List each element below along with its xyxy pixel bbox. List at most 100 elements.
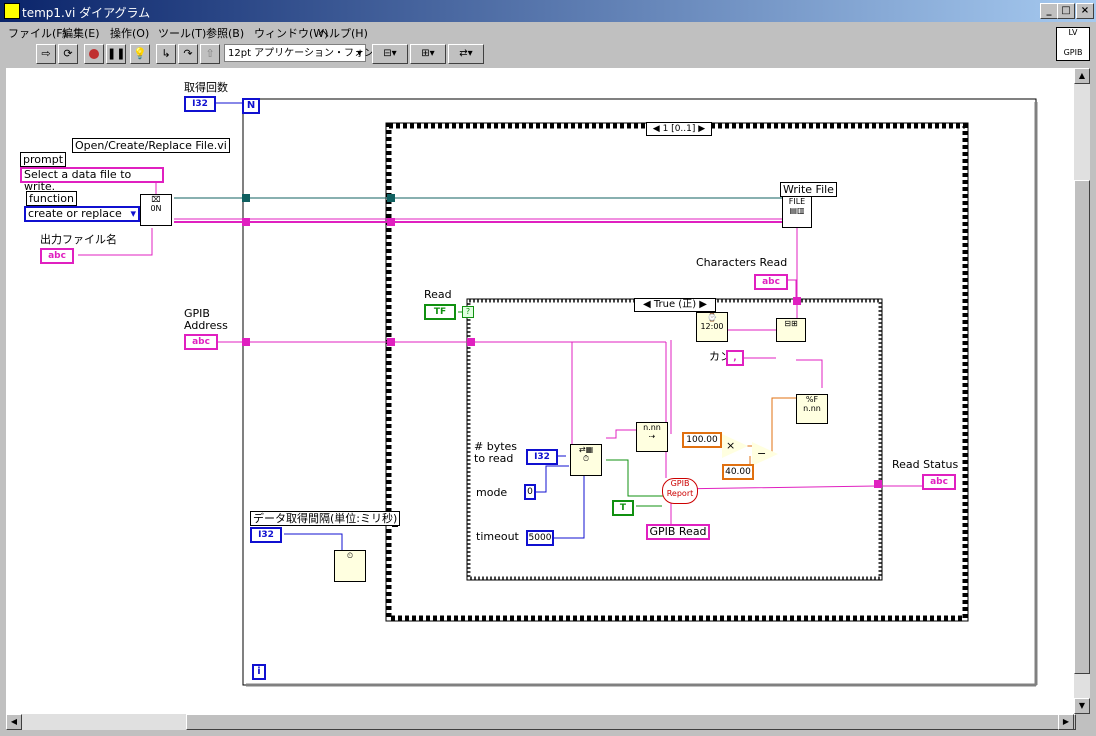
case-next-icon[interactable]: ▶ [699, 299, 707, 310]
tunnel [387, 218, 395, 226]
window-title: temp1.vi ダイアグラム [22, 6, 151, 20]
title-bar: temp1.vi ダイアグラム _ □ × [0, 0, 1096, 22]
tunnel [387, 194, 395, 202]
scroll-down-icon[interactable]: ▼ [1074, 698, 1090, 714]
loop-count-terminal[interactable]: I32 [184, 96, 216, 112]
sequence-frame-selector[interactable]: ◀ 1 [0..1] ▶ [646, 122, 712, 136]
vi-icon-line1: LV [1068, 28, 1078, 37]
case-prev-icon[interactable]: ◀ [642, 299, 651, 310]
timeout-label: timeout [476, 530, 519, 543]
close-button[interactable]: × [1076, 3, 1094, 19]
read-terminal[interactable]: TF [424, 304, 456, 320]
tunnel [387, 338, 395, 346]
vertical-scrollbar[interactable]: ▲ ▼ [1074, 68, 1090, 714]
function-label: function [26, 191, 77, 206]
wait-ms-icon[interactable]: ⏲ [334, 550, 366, 582]
concatenate-strings-icon[interactable]: ⊟⊞ [776, 318, 806, 342]
characters-read-indicator[interactable]: abc [754, 274, 788, 290]
step-over-icon[interactable]: ↷ [178, 44, 198, 64]
menu-help[interactable]: ヘルプ(H) [318, 27, 368, 40]
menu-file[interactable]: ファイル(F) [8, 27, 67, 40]
run-arrow-icon[interactable]: ⇨ [36, 44, 56, 64]
comma-constant[interactable]: , [726, 350, 744, 366]
prompt-constant[interactable]: Select a data file to write. [20, 167, 164, 193]
case-selector[interactable]: ◀ True (正) ▶ [634, 298, 716, 312]
tunnel [242, 338, 250, 346]
step-out-icon[interactable]: ⇧ [200, 44, 220, 64]
multiply-icon[interactable] [722, 434, 748, 458]
menu-bar: ファイル(F) 編集(E) 操作(O) ツール(T) 参照(B) ウィンドウ(W… [0, 22, 1096, 41]
function-enum[interactable]: create or replace▾ [24, 206, 140, 222]
font-select-value: 12pt アプリケーション・フォント [228, 48, 384, 59]
gpib-address-label-2: Address [184, 319, 228, 332]
menu-operate[interactable]: 操作(O) [110, 27, 150, 40]
gpib-read-label: GPIB Read [646, 524, 710, 540]
reorder-button[interactable]: ⇄▾ [448, 44, 484, 64]
highlight-execution-icon[interactable]: 💡 [130, 44, 150, 64]
scroll-right-icon[interactable]: ▶ [1058, 714, 1074, 730]
iteration-terminal[interactable]: i [252, 664, 266, 680]
pause-icon[interactable]: ❚❚ [106, 44, 126, 64]
timeout-constant[interactable]: 5000 [526, 530, 554, 546]
read-status-indicator[interactable]: abc [922, 474, 956, 490]
characters-read-label: Characters Read [696, 256, 788, 269]
output-file-terminal[interactable]: abc [40, 248, 74, 264]
mode-constant[interactable]: 0 [524, 484, 536, 500]
maximize-button[interactable]: □ [1057, 3, 1075, 19]
block-diagram[interactable]: 取得回数 I32 N i Open/Create/Replace File.vi… [6, 68, 1074, 714]
frame-next-icon[interactable]: ▶ [698, 124, 706, 134]
horizontal-scroll-thumb[interactable] [186, 714, 1076, 730]
interval-label: データ取得間隔(単位:ミリ秒) [250, 511, 401, 526]
gpib-report-line2: Report [666, 489, 694, 498]
minimize-button[interactable]: _ [1040, 3, 1058, 19]
diagram-graphics [78, 98, 1038, 687]
abort-icon[interactable] [84, 44, 104, 64]
open-create-replace-file-icon[interactable]: ⌧0N [140, 194, 172, 226]
read-label: Read [424, 288, 452, 301]
gpib-read-icon[interactable]: ⇄▦⏱ [570, 444, 602, 476]
scroll-up-icon[interactable]: ▲ [1074, 68, 1090, 84]
sequence-frame-label: 1 [0..1] [662, 124, 696, 134]
multiplier-constant[interactable]: 100.00 [682, 432, 722, 448]
subtract-icon[interactable] [752, 442, 778, 466]
gpib-address-terminal[interactable]: abc [184, 334, 218, 350]
vertical-scroll-thumb[interactable] [1074, 180, 1090, 674]
scroll-left-icon[interactable]: ◀ [6, 714, 22, 730]
function-enum-value: create or replace [28, 207, 122, 220]
menu-browse[interactable]: 参照(B) [206, 27, 245, 40]
menu-tools[interactable]: ツール(T) [158, 27, 207, 40]
bytes-to-read-terminal[interactable]: I32 [526, 449, 558, 465]
interval-terminal[interactable]: I32 [250, 527, 282, 543]
tunnel [242, 194, 250, 202]
mode-label: mode [476, 486, 508, 499]
menu-window[interactable]: ウィンドウ(W) [254, 27, 329, 40]
toolbar: ⇨ ⟳ ❚❚ 💡 ↳ ↷ ⇧ 12pt アプリケーション・フォント▾ ⊟▾ ⊞▾… [0, 41, 1096, 67]
subtrahend-constant[interactable]: 40.00 [722, 464, 754, 480]
loop-count-label: 取得回数 [184, 81, 228, 94]
write-file-icon[interactable]: FILE▤▥ [782, 196, 812, 228]
bytes-to-read-label-1: # bytes [474, 440, 518, 453]
frac-exp-string-to-number-icon[interactable]: n.nn⇢ [636, 422, 668, 452]
tunnel [793, 297, 801, 305]
distribute-objects-button[interactable]: ⊞▾ [410, 44, 446, 64]
prompt-label: prompt [20, 152, 67, 167]
run-continuously-icon[interactable]: ⟳ [58, 44, 78, 64]
step-into-icon[interactable]: ↳ [156, 44, 176, 64]
labview-app-icon [4, 3, 20, 19]
horizontal-scrollbar[interactable]: ◀ ▶ [6, 714, 1076, 730]
menu-edit[interactable]: 編集(E) [62, 27, 100, 40]
multiply-symbol-icon: × [726, 439, 736, 452]
case-selector-label: True (正) [653, 299, 697, 310]
align-objects-button[interactable]: ⊟▾ [372, 44, 408, 64]
loop-count-n-terminal[interactable]: N [242, 98, 260, 114]
frame-prev-icon[interactable]: ◀ [652, 124, 660, 134]
format-date-time-icon[interactable]: ⌚12:00 [696, 312, 728, 342]
case-selector-icon: ? [462, 306, 474, 318]
open-file-vi-label: Open/Create/Replace File.vi [72, 138, 230, 153]
font-select[interactable]: 12pt アプリケーション・フォント▾ [224, 44, 384, 62]
output-file-label: 出力ファイル名 [40, 233, 117, 246]
true-constant[interactable]: T [612, 500, 634, 516]
